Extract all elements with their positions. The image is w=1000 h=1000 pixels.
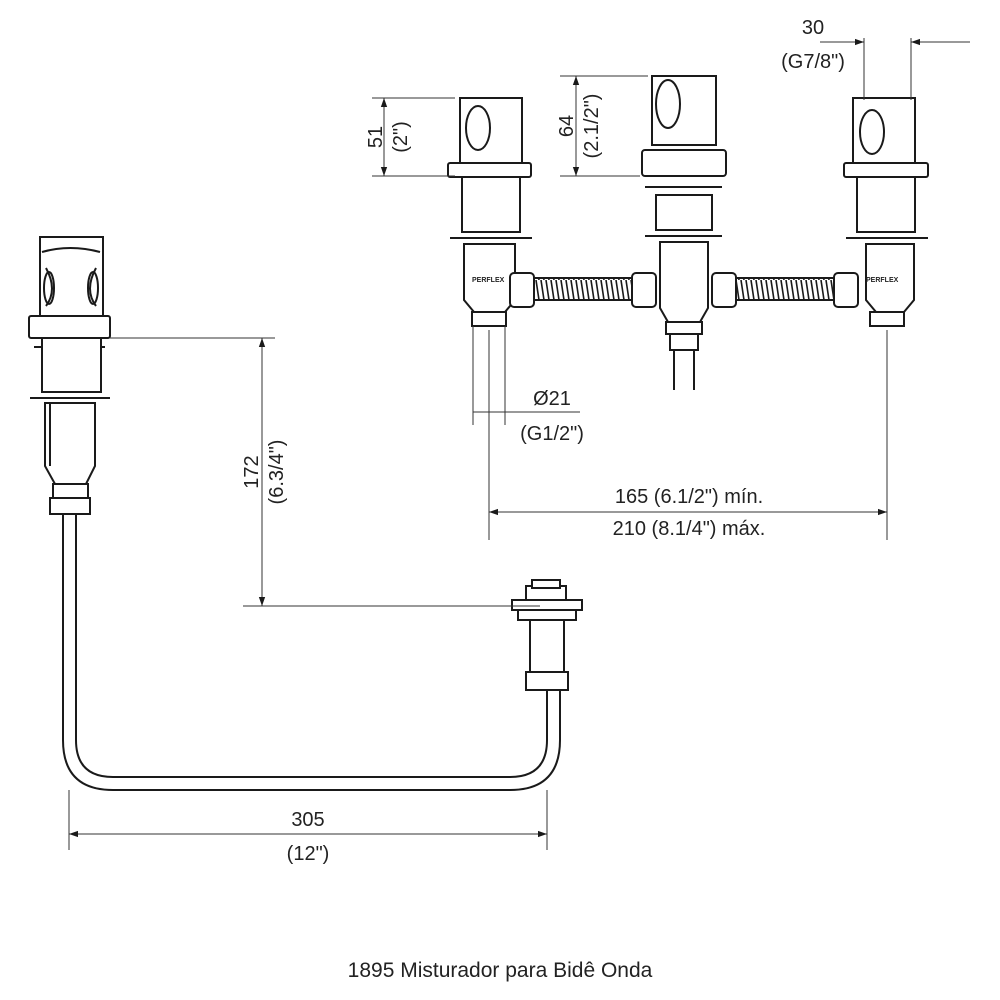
- drain-assembly: [511, 579, 583, 691]
- dim-drop-height-value: 172: [241, 455, 263, 488]
- dim-drop-height: [110, 337, 540, 607]
- dim-handle-width-inch: (G7/8"): [781, 51, 845, 73]
- dim-spout-height-inch: (2.1/2"): [581, 94, 603, 159]
- center-spout-body: [641, 75, 727, 390]
- dim-handle-width: [820, 38, 970, 100]
- tube-outer: [62, 514, 561, 791]
- dim-stem-diameter: [472, 326, 580, 425]
- drawing-title: 1895 Misturador para Bidê Onda: [348, 959, 653, 982]
- dim-spread: [488, 330, 888, 540]
- dim-handle-height-value: 51: [365, 126, 387, 148]
- right-handle-valve: PERFLEX: [843, 97, 929, 327]
- dim-spread-min: 165 (6.1/2") mín.: [615, 486, 763, 508]
- dim-tube-length-inch: (12"): [287, 843, 330, 865]
- dim-tube-length: [68, 790, 548, 850]
- left-handle-valve: PERFLEX: [447, 97, 532, 327]
- dim-spout-height: [560, 75, 648, 177]
- brand-label-right: PERFLEX: [866, 277, 899, 284]
- flex-hose-right: [711, 272, 859, 308]
- dim-handle-height-inch: (2"): [390, 121, 412, 153]
- dim-handle-width-value: 30: [802, 17, 824, 39]
- flex-hose-left: [509, 272, 657, 308]
- dim-handle-height: [372, 97, 455, 177]
- dim-spout-height-value: 64: [556, 115, 578, 137]
- popup-lever-assembly: [28, 236, 111, 515]
- dim-stem-diameter-inch: (G1/2"): [520, 423, 584, 445]
- dim-spread-max: 210 (8.1/4") máx.: [613, 518, 766, 540]
- tube-inner: [75, 514, 548, 778]
- dim-drop-height-inch: (6.3/4"): [266, 440, 288, 505]
- dim-stem-diameter-value: Ø21: [533, 388, 571, 410]
- dim-tube-length-value: 305: [291, 809, 324, 831]
- brand-label: PERFLEX: [472, 277, 505, 284]
